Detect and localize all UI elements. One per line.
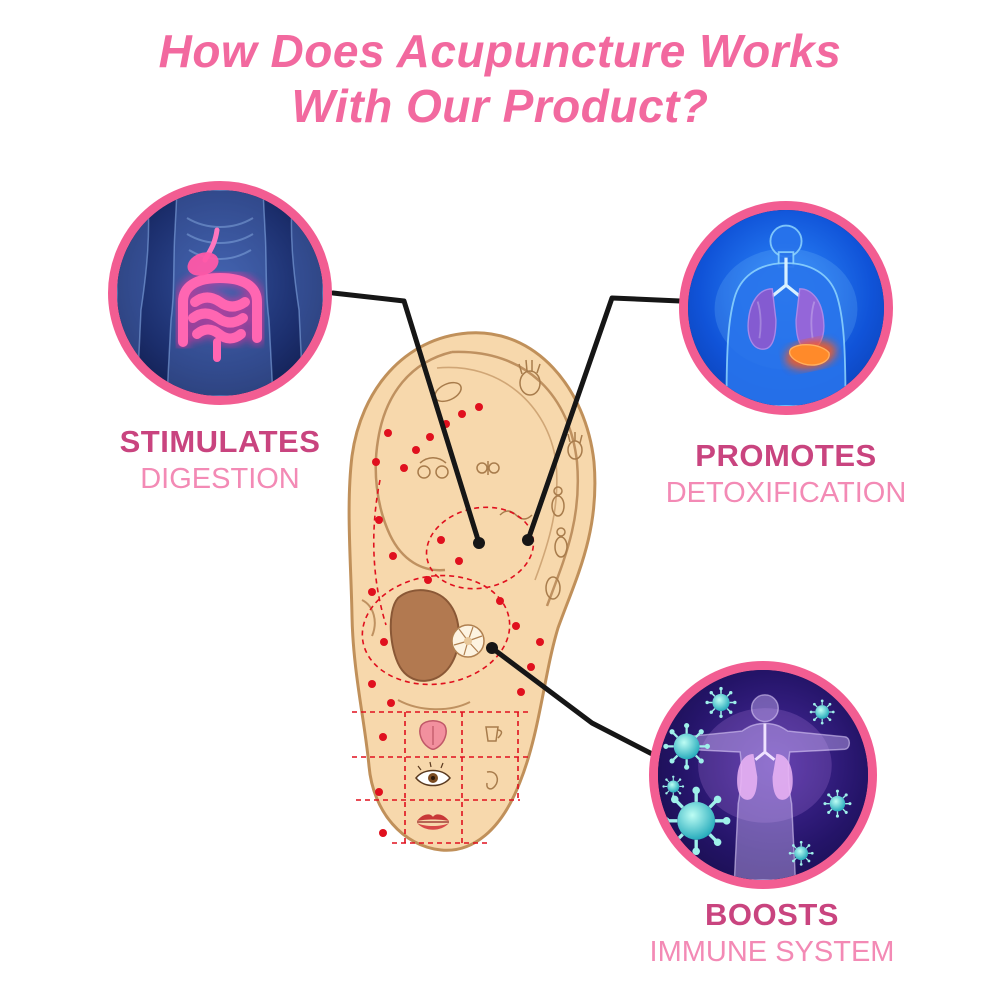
digestion-photo-bubble [108, 181, 332, 405]
page-title: How Does Acupuncture Works With Our Prod… [0, 24, 1000, 134]
tongue-icon [419, 720, 447, 750]
digestion-callout: STIMULATES DIGESTION [50, 424, 390, 496]
immune-heading: BOOSTS [705, 897, 839, 932]
acupoint-dots [368, 403, 544, 837]
immune-photo-bubble [649, 661, 877, 889]
connector-endpoint-dots [473, 534, 534, 654]
digestion-subheading: DIGESTION [140, 463, 300, 495]
digestion-heading: STIMULATES [119, 424, 321, 459]
body-detox-organs-image [688, 210, 884, 406]
connector-line-digestion [330, 290, 482, 546]
immune-subheading: IMMUNE SYSTEM [649, 936, 895, 968]
eye-icon [415, 761, 451, 787]
detox-heading: PROMOTES [695, 438, 877, 473]
dashed-acupoint-zones [352, 479, 535, 844]
detox-callout: PROMOTES DETOXIFICATION [616, 438, 956, 510]
immune-callout: BOOSTS IMMUNE SYSTEM [592, 897, 952, 969]
detox-photo-bubble [679, 201, 893, 415]
immune-virus-body-image [658, 670, 868, 880]
connector-line-detox [525, 295, 683, 543]
detox-subheading: DETOXIFICATION [665, 477, 907, 509]
ear-outline [347, 331, 597, 852]
connector-lines [330, 290, 683, 761]
ear-concha-zone [389, 589, 485, 682]
lips-icon [417, 814, 449, 830]
page-title-line1: How Does Acupuncture Works [158, 25, 842, 77]
xray-digestive-system-image [117, 190, 323, 396]
page-title-line2: With Our Product? [291, 80, 709, 133]
connector-line-immune [489, 645, 663, 761]
